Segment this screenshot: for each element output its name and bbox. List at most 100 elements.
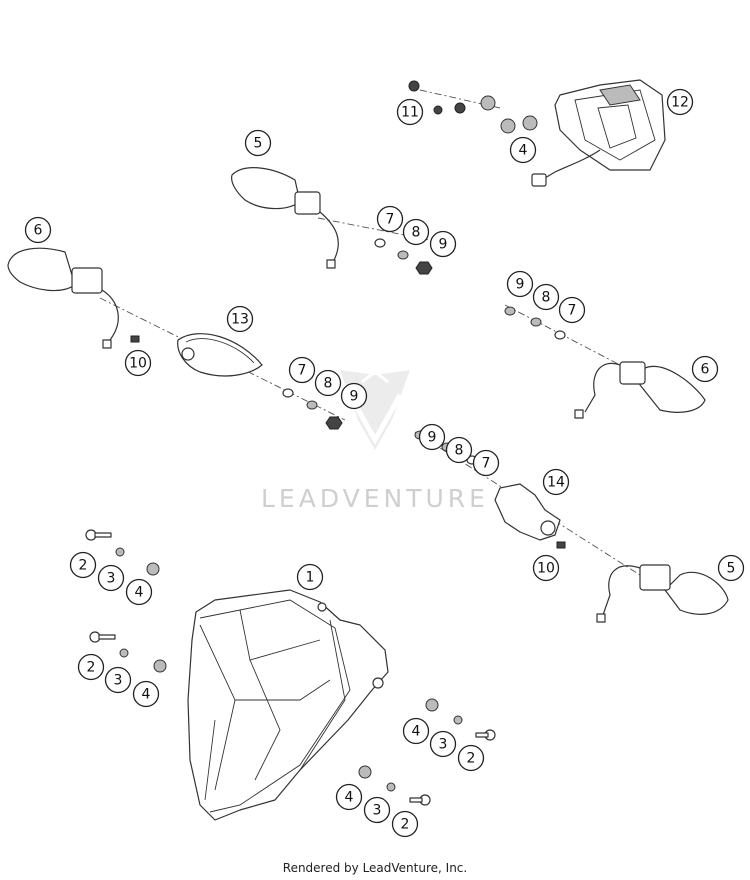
callout-7c: 7: [558, 296, 586, 324]
callout-circle: [558, 296, 586, 324]
leadventure-logo-mark: [340, 370, 410, 450]
callout-circle: [125, 578, 153, 606]
callout-6a: 6: [24, 216, 52, 244]
callout-circle: [132, 680, 160, 708]
callout-number: 7: [568, 303, 577, 319]
callout-4c: 4: [402, 717, 430, 745]
callout-7a: 7: [376, 205, 404, 233]
callout-10a: 10: [124, 349, 152, 377]
callout-circle: [244, 129, 272, 157]
callout-number: 3: [107, 571, 116, 587]
turn-signal-bracket-right: [494, 483, 561, 541]
tail-light-hardware: [408, 80, 538, 134]
callout-circle: [429, 730, 457, 758]
callout-8c: 8: [532, 283, 560, 311]
callout-circle: [288, 356, 316, 384]
mounting-hardware: [85, 529, 496, 806]
callout-2c: 2: [457, 744, 485, 772]
callout-9a: 9: [429, 230, 457, 258]
part-callouts: 1234234432432556678978998798710101141213…: [24, 88, 745, 838]
callout-circle: [97, 564, 125, 592]
callout-9b: 9: [340, 382, 368, 410]
callout-circle: [418, 423, 446, 451]
callout-7d: 7: [472, 449, 500, 477]
callout-number: 5: [254, 136, 263, 152]
callout-7b: 7: [288, 356, 316, 384]
callout-circle: [124, 349, 152, 377]
callout-circle: [532, 554, 560, 582]
callout-4d: 4: [335, 783, 363, 811]
callout-3b: 3: [104, 666, 132, 694]
callout-number: 7: [298, 363, 307, 379]
callout-circle: [24, 216, 52, 244]
callout-9c: 9: [506, 270, 534, 298]
callout-circle: [472, 449, 500, 477]
callout-circle: [542, 468, 570, 496]
watermark-text: LEADVENTURE: [261, 484, 489, 513]
callout-14: 14: [542, 468, 570, 496]
washers-and-nuts: [130, 238, 566, 549]
callout-circle: [402, 218, 430, 246]
callout-number: 2: [87, 660, 96, 676]
callout-circle: [506, 270, 534, 298]
callout-number: 7: [386, 212, 395, 228]
callout-5a: 5: [244, 129, 272, 157]
callout-circle: [104, 666, 132, 694]
callout-number: 8: [455, 443, 464, 459]
callout-number: 4: [345, 790, 354, 806]
turn-signal-rear-right: [574, 361, 706, 419]
callout-number: 3: [439, 737, 448, 753]
callout-number: 3: [373, 803, 382, 819]
callout-12: 12: [666, 88, 694, 116]
callout-circle: [717, 554, 745, 582]
callout-4a: 4: [125, 578, 153, 606]
callout-number: 4: [519, 143, 528, 159]
callout-circle: [457, 744, 485, 772]
callout-circle: [226, 305, 254, 333]
callout-8b: 8: [314, 369, 342, 397]
callout-circle: [666, 88, 694, 116]
callout-number: 8: [542, 290, 551, 306]
callout-1: 1: [296, 563, 324, 591]
callout-number: 8: [324, 376, 333, 392]
callout-circle: [376, 205, 404, 233]
callout-number: 4: [135, 585, 144, 601]
callout-number: 6: [701, 362, 710, 378]
callout-circle: [69, 551, 97, 579]
callout-number: 11: [401, 105, 419, 121]
callout-3a: 3: [97, 564, 125, 592]
callout-4b: 4: [132, 680, 160, 708]
callout-number: 3: [114, 673, 123, 689]
callout-5b: 5: [717, 554, 745, 582]
callout-number: 9: [516, 277, 525, 293]
turn-signal-bracket-left: [177, 333, 263, 377]
callout-circle: [335, 783, 363, 811]
callout-number: 14: [547, 475, 565, 491]
callout-circle: [445, 436, 473, 464]
callout-circle: [691, 355, 719, 383]
callout-circle: [391, 810, 419, 838]
callout-circle: [402, 717, 430, 745]
callout-circle: [396, 98, 424, 126]
callout-number: 4: [412, 724, 421, 740]
callout-circle: [77, 653, 105, 681]
footer-credit: Rendered by LeadVenture, Inc.: [282, 861, 468, 875]
callout-circle: [363, 796, 391, 824]
callout-2a: 2: [69, 551, 97, 579]
callout-number: 10: [537, 561, 555, 577]
callout-number: 7: [482, 456, 491, 472]
callout-2d: 2: [391, 810, 419, 838]
turn-signal-rear-left: [7, 247, 119, 349]
callout-number: 6: [34, 223, 43, 239]
callout-circle: [340, 382, 368, 410]
callout-11: 11: [396, 98, 424, 126]
callout-10b: 10: [532, 554, 560, 582]
tail-light: [531, 79, 666, 187]
callout-number: 2: [467, 751, 476, 767]
callout-number: 13: [231, 312, 249, 328]
callout-9d: 9: [418, 423, 446, 451]
callout-3c: 3: [429, 730, 457, 758]
callout-circle: [532, 283, 560, 311]
callout-number: 10: [129, 356, 147, 372]
